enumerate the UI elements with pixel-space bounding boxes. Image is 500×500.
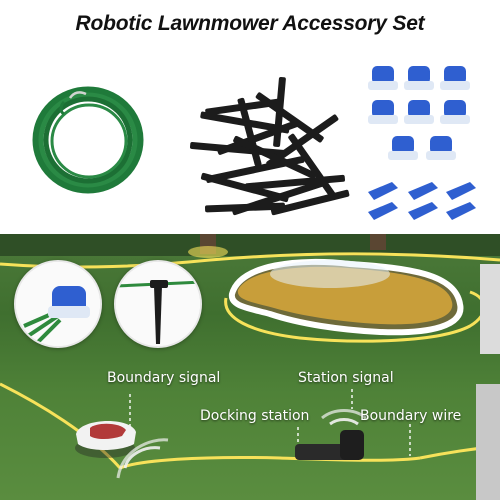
robot-mower	[75, 420, 136, 458]
boundary-wire-label: Boundary wire	[360, 408, 462, 424]
connector-set	[368, 66, 476, 220]
signal-arcs	[116, 409, 367, 479]
docking-station	[295, 430, 364, 460]
peg-pile	[190, 76, 350, 216]
page-title: Robotic Lawnmower Accessory Set	[75, 12, 425, 35]
lawn-illustration	[0, 234, 500, 500]
lawn-scene: Boundary signal Station signal Docking s…	[0, 234, 500, 500]
product-illustration	[32, 66, 476, 220]
connector-closeup	[14, 260, 102, 348]
product-panel	[0, 44, 500, 234]
station-signal-label: Station signal	[298, 370, 394, 386]
wire-coil	[32, 86, 144, 194]
connector-icon	[16, 262, 100, 346]
peg-icon	[116, 262, 200, 346]
boundary-signal-label: Boundary signal	[107, 370, 221, 386]
docking-station-label: Docking station	[200, 408, 310, 424]
peg-closeup	[114, 260, 202, 348]
